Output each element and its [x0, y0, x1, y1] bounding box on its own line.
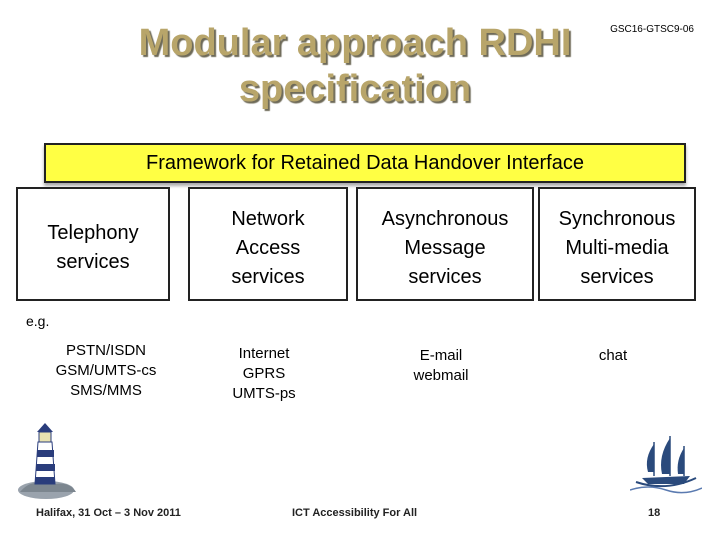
service-label-line: services [580, 266, 654, 288]
example-item: PSTN/ISDN [65, 342, 146, 359]
example-item: chat [598, 347, 628, 364]
service-label-line: Synchronous [558, 208, 676, 230]
slide-title-line1: Modular approach RDHI [138, 22, 572, 64]
footer-tagline: ICT Accessibility For All [292, 507, 418, 519]
examples-async-message: E-mail webmail [396, 346, 486, 386]
example-item: Internet [238, 345, 290, 362]
service-box-network-access: Network Access services [188, 187, 348, 301]
service-box-telephony: Telephony services [16, 187, 170, 301]
examples-sync-multimedia: chat [578, 346, 648, 366]
service-box-async-message: Asynchronous Message services [356, 187, 534, 301]
service-label-line: Network [231, 208, 305, 230]
example-item: UMTS-ps [232, 385, 296, 402]
service-label-line: Message [404, 237, 486, 259]
service-label-line: services [231, 266, 305, 288]
example-item: GPRS [242, 365, 286, 382]
sailing-ship-logo-icon [630, 436, 702, 494]
service-label-line: Asynchronous [381, 208, 509, 230]
service-label-line: Telephony [47, 222, 139, 244]
example-item: SMS/MMS [70, 382, 142, 399]
footer-event: Halifax, 31 Oct – 3 Nov 2011 [36, 507, 181, 519]
eg-label: e.g. [26, 313, 50, 329]
framework-banner: Framework for Retained Data Handover Int… [44, 143, 686, 183]
example-item: E-mail [419, 347, 463, 364]
service-label-line: Multi-media [565, 237, 669, 259]
examples-telephony: PSTN/ISDN GSM/UMTS-cs SMS/MMS [36, 341, 176, 401]
example-item: GSM/UMTS-cs [55, 362, 157, 379]
service-label-line: services [408, 266, 482, 288]
service-box-sync-multimedia: Synchronous Multi-media services [538, 187, 696, 301]
lighthouse-logo-icon [18, 423, 76, 499]
page-number: 18 [648, 507, 661, 519]
framework-label: Framework for Retained Data Handover Int… [146, 151, 584, 174]
service-label-line: Access [235, 237, 301, 259]
service-label-line: services [56, 251, 130, 273]
examples-network-access: Internet GPRS UMTS-ps [214, 344, 314, 404]
slide-title-line2: specification [238, 68, 472, 110]
example-item: webmail [413, 367, 469, 384]
document-id: GSC16-GTSC9-06 [610, 24, 694, 35]
